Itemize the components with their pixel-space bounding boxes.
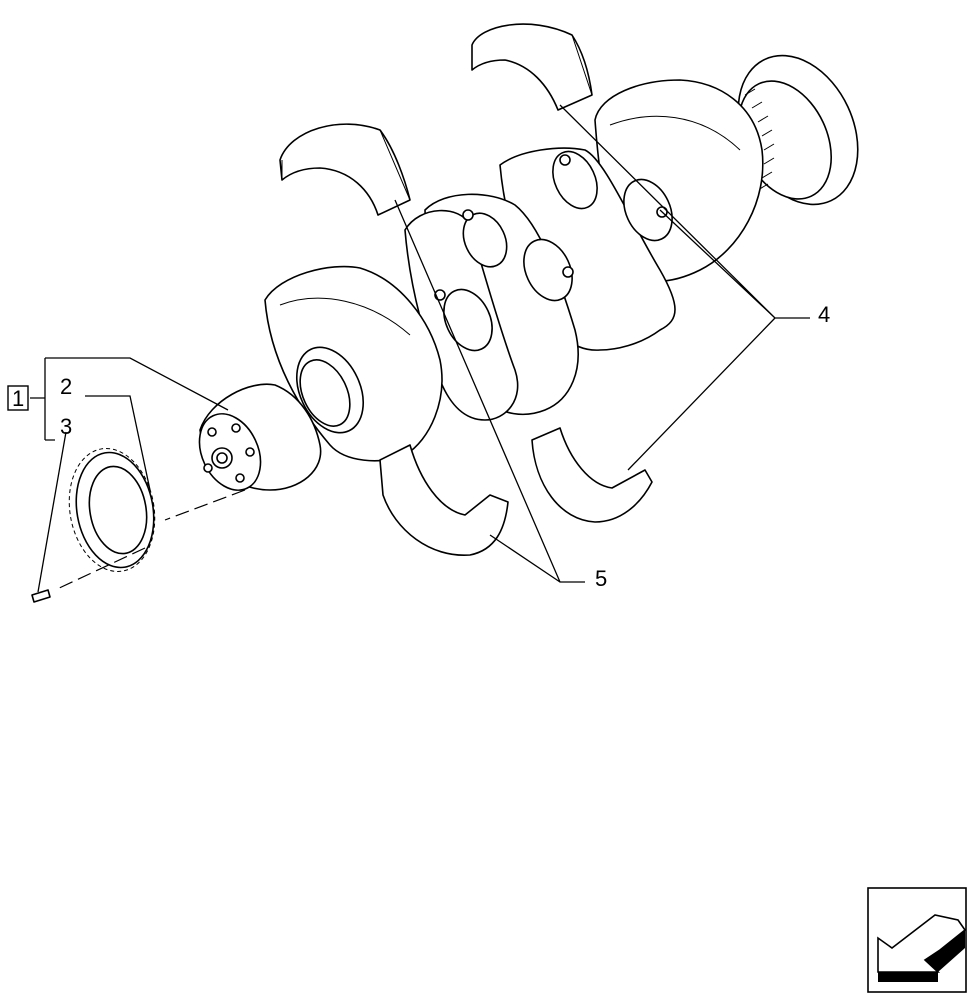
dowel-pin: [31, 589, 51, 603]
crank-gear: [68, 448, 156, 572]
callout-1: 1: [12, 386, 24, 411]
bearing-shell-upper-1: [279, 123, 411, 216]
next-page-arrow-icon[interactable]: [867, 887, 967, 993]
crankshaft: [198, 54, 859, 491]
bearing-shell-lower-2: [531, 427, 653, 523]
callout-5: 5: [595, 566, 607, 591]
callout-3: 3: [60, 414, 72, 439]
callout-4: 4: [818, 302, 830, 327]
bearing-shell-upper-2: [471, 23, 593, 111]
callout-2: 2: [60, 374, 72, 399]
bearing-shell-lower-1: [379, 444, 509, 556]
